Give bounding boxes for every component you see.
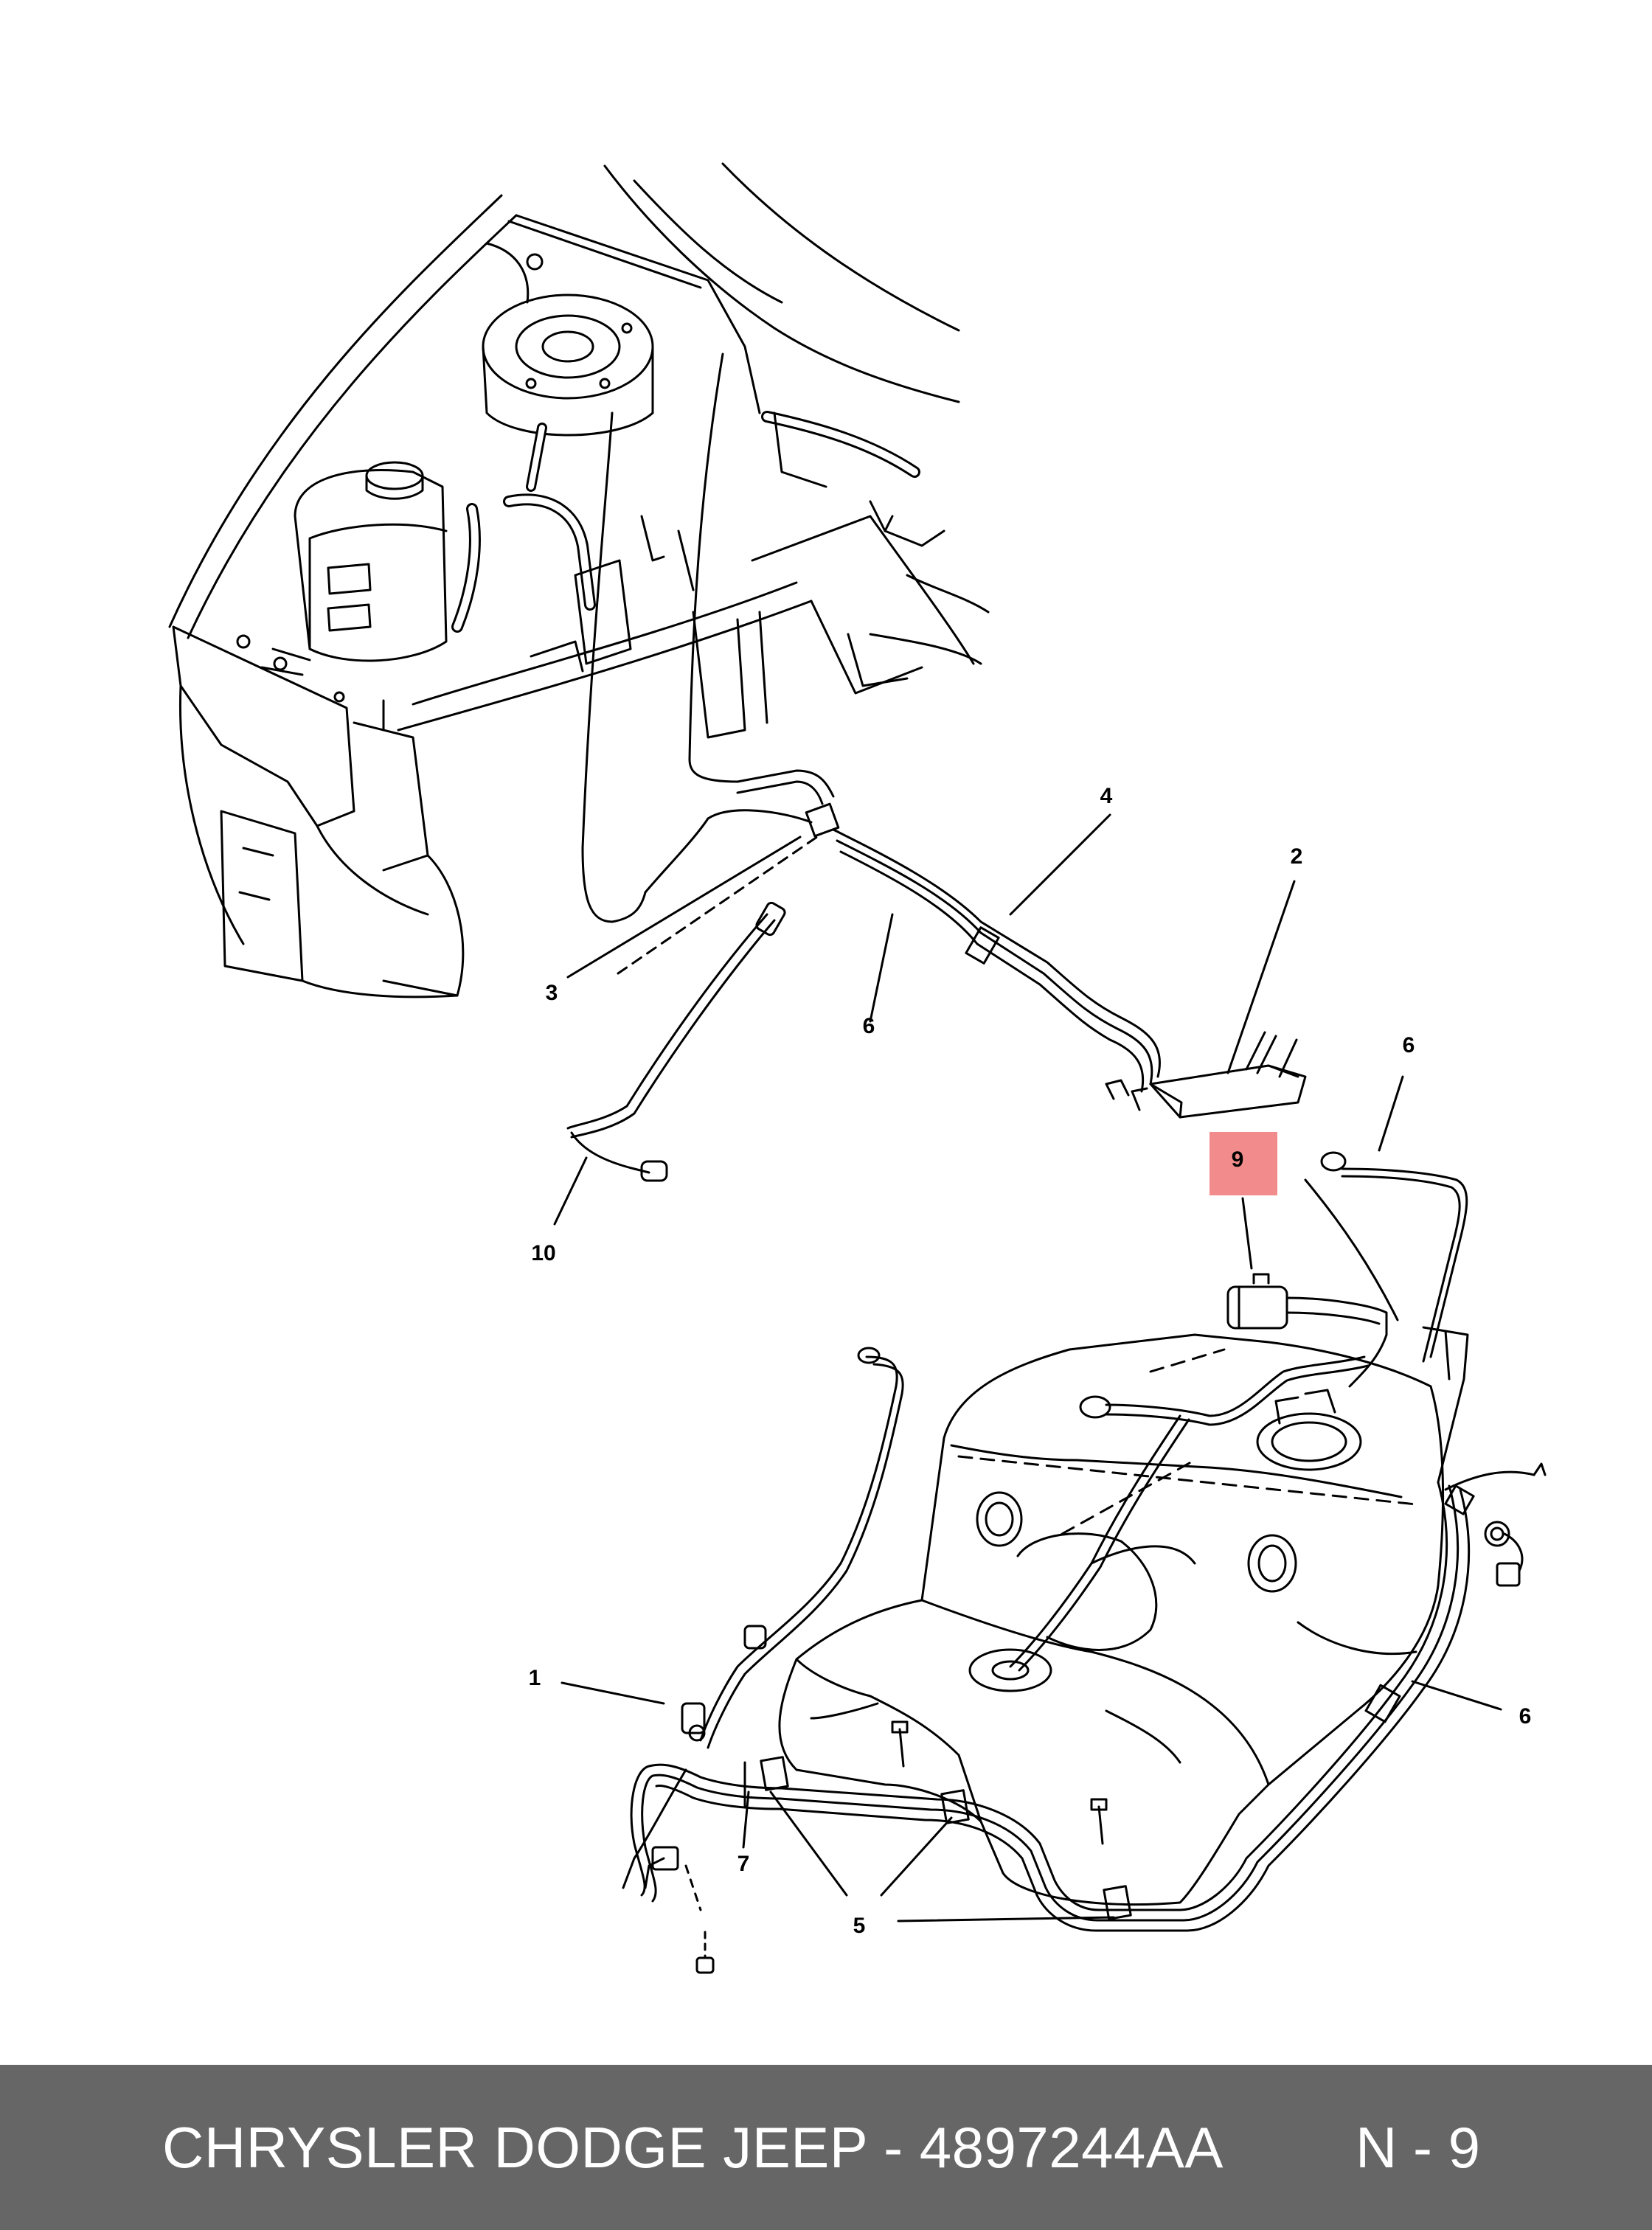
fuel-lines-front [566,352,1162,1182]
part-number-title: CHRYSLER DODGE JEEP - 4897244AA [162,2115,1224,2180]
callout-label-9: 9 [1231,1147,1244,1172]
fuel-lines-rear [622,1347,1475,1974]
leader-lines [553,813,1502,1922]
engine-compartment [168,162,990,998]
callout-label-6-right: 6 [1402,1033,1415,1057]
callout-label-6-center: 6 [862,1014,875,1038]
footer-bar: CHRYSLER DODGE JEEP - 4897244AA N - 9 [0,2065,1652,2230]
callout-label-5: 5 [853,1914,866,1938]
callout-label-2: 2 [1290,844,1303,869]
callout-label-1: 1 [528,1666,541,1690]
fuel-system-diagram [168,162,1547,1974]
callout-label-4: 4 [1100,784,1113,808]
callout-label-7: 7 [737,1852,750,1876]
highlight-callout-9 [1210,1132,1277,1195]
callout-label-3: 3 [545,981,558,1005]
callout-label-6-lower: 6 [1519,1704,1532,1729]
fuel-tank [778,1151,1547,1906]
fuel-filter [1105,1031,1307,1119]
page-reference: N - 9 [1356,2115,1481,2180]
callout-label-10: 10 [531,1241,556,1265]
